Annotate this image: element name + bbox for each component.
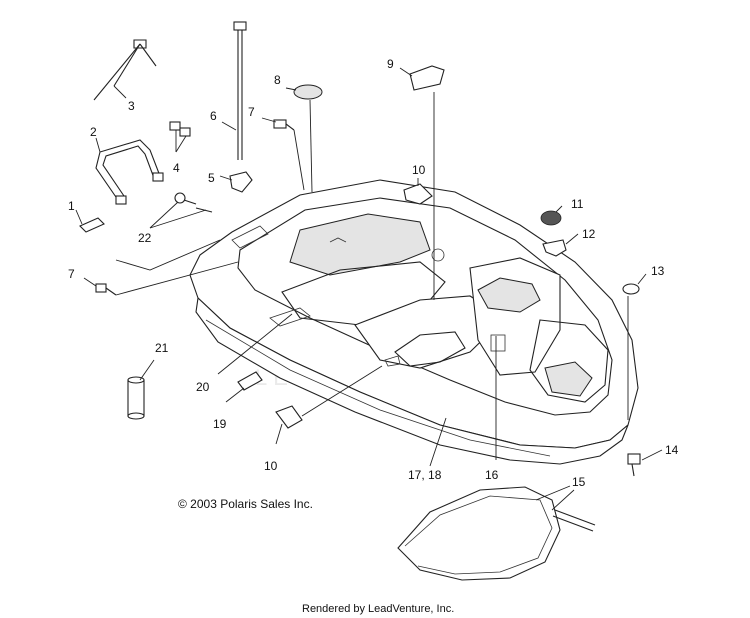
callout-5: 5 [208, 171, 215, 185]
callout-4: 4 [173, 161, 180, 175]
callout-1: 1 [68, 199, 75, 213]
callout-19: 19 [213, 417, 227, 431]
callout-10-upper: 10 [412, 163, 426, 177]
part-1-hinge [79, 217, 105, 233]
part-12-cup [542, 239, 567, 257]
part-22-screws [174, 192, 213, 213]
callouts: 1 2 3 4 5 6 7 7 8 9 10 10 11 12 13 14 15… [68, 57, 679, 489]
callout-7-upper: 7 [248, 105, 255, 119]
part-7-lower-clip [95, 283, 117, 296]
part-3-stand [93, 39, 157, 101]
part-10-upper-cleat [403, 183, 433, 205]
callout-6: 6 [210, 109, 217, 123]
callout-17-18: 17, 18 [408, 468, 442, 482]
callout-3: 3 [128, 99, 135, 113]
part-19-plug [237, 371, 263, 391]
part-6-rod [233, 21, 247, 160]
part-10-lower-cleat [275, 405, 303, 429]
callout-14: 14 [665, 443, 679, 457]
callout-8: 8 [274, 73, 281, 87]
part-8-cap [293, 84, 323, 100]
callout-20: 20 [196, 380, 210, 394]
callout-13: 13 [651, 264, 665, 278]
part-4-clips [169, 121, 191, 137]
seat [397, 486, 596, 581]
part-9-cover [409, 65, 445, 91]
part-2-handle [95, 139, 164, 205]
callout-11: 11 [571, 197, 584, 211]
callout-7-lower: 7 [68, 267, 75, 281]
part-5-bracket [229, 171, 253, 193]
callout-9: 9 [387, 57, 394, 71]
callout-21: 21 [155, 341, 169, 355]
part-13-plug [622, 283, 640, 295]
callout-15: 15 [572, 475, 586, 489]
part-7-upper-clip [273, 119, 295, 131]
callout-10-lower: 10 [264, 459, 278, 473]
callout-12: 12 [582, 227, 596, 241]
rendered-by-text: Rendered by LeadVenture, Inc. [302, 603, 454, 615]
callout-22: 22 [138, 231, 152, 245]
hull [189, 179, 639, 465]
part-21-can [127, 376, 145, 420]
callout-16: 16 [485, 468, 499, 482]
part-14-clip [627, 453, 641, 477]
leader-lines [75, 67, 663, 511]
copyright-text: © 2003 Polaris Sales Inc. [178, 497, 313, 511]
callout-2: 2 [90, 125, 97, 139]
part-11-vent [540, 210, 562, 226]
